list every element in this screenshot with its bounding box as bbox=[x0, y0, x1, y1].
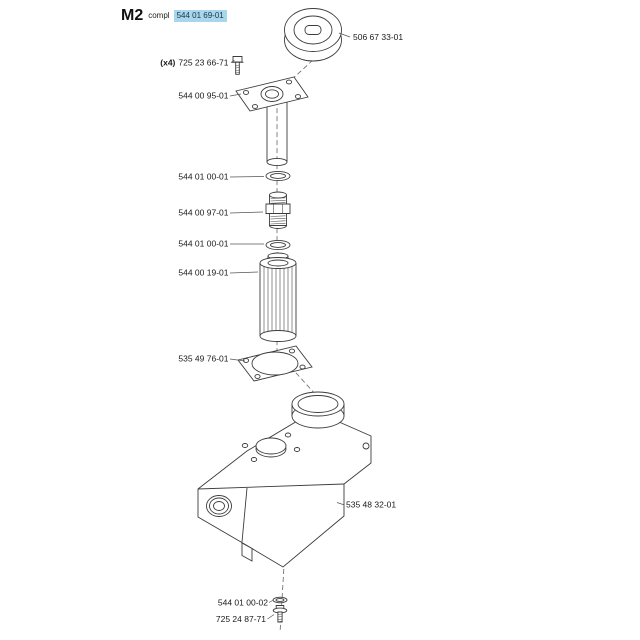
leader-cover-screws bbox=[231, 60, 235, 63]
suction-filter bbox=[260, 253, 296, 342]
right-face-hole bbox=[363, 443, 369, 449]
leader-tank-cover bbox=[230, 94, 241, 96]
label-drain-screw: 725 24 87-71 bbox=[216, 614, 266, 624]
leader-gasket bbox=[230, 359, 245, 361]
o-ring-upper bbox=[266, 171, 290, 180]
leader-nipple bbox=[230, 212, 263, 213]
side-plug bbox=[207, 496, 232, 517]
cover-screws-number: 725 23 66-71 bbox=[178, 58, 228, 68]
label-oring-lower: 544 01 00-01 bbox=[178, 239, 228, 249]
cover-gasket bbox=[238, 346, 312, 381]
assembly-number-highlighted[interactable]: 544 01 69-01 bbox=[173, 10, 227, 22]
cover-screw bbox=[232, 57, 244, 75]
leader-filler-cap bbox=[339, 33, 350, 37]
seal-washer bbox=[273, 597, 287, 603]
filler-cap bbox=[285, 9, 342, 62]
leader-tank-body bbox=[337, 503, 345, 506]
label-filter: 544 00 19-01 bbox=[178, 268, 228, 278]
tank-neck bbox=[292, 392, 344, 428]
label-seal-washer: 544 01 00-02 bbox=[218, 598, 268, 608]
leader-oring-upper bbox=[230, 177, 264, 178]
o-ring-lower bbox=[266, 240, 290, 249]
cover-screws-qty: (x4) bbox=[160, 58, 175, 68]
diagram-header: M2 compl 544 01 69-01 bbox=[121, 8, 227, 24]
compl-label: compl bbox=[148, 11, 170, 20]
label-oring-upper: 544 01 00-01 bbox=[178, 172, 228, 182]
tank-cover-plate bbox=[236, 77, 308, 111]
bottom-tab bbox=[242, 543, 252, 561]
suction-tube bbox=[267, 100, 287, 166]
leader-drain-screw bbox=[268, 615, 275, 620]
nipple-fitting bbox=[266, 192, 290, 229]
leader-filter bbox=[230, 272, 258, 273]
label-tank-cover: 544 00 95-01 bbox=[178, 91, 228, 101]
label-tank-body: 535 48 32-01 bbox=[346, 500, 396, 510]
label-cover-screws: (x4)725 23 66-71 bbox=[160, 58, 228, 68]
tank-body bbox=[198, 392, 371, 567]
label-gasket: 535 49 76-01 bbox=[178, 354, 228, 364]
model-label: M2 bbox=[121, 7, 144, 24]
label-nipple: 544 00 97-01 bbox=[178, 208, 228, 218]
drain-screw bbox=[273, 606, 287, 623]
leader-seal-washer bbox=[269, 601, 273, 603]
label-filler-cap: 506 67 33-01 bbox=[353, 32, 403, 42]
